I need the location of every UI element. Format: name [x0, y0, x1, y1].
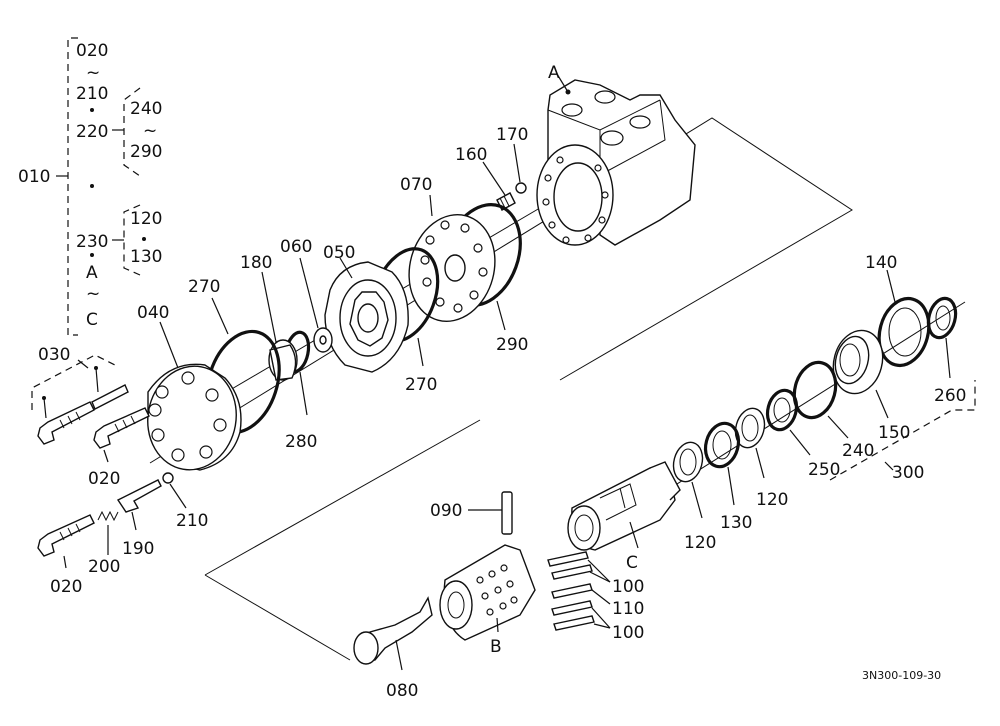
kit-030: 030	[31, 345, 116, 419]
label-290: 290	[496, 335, 528, 355]
part-100-110-springs: 100 110 100	[547, 551, 644, 643]
label-100-lower: 100	[612, 623, 644, 643]
label-B-spool: B	[490, 637, 502, 657]
label-120-range: 120	[130, 209, 162, 229]
label-030: 030	[38, 345, 70, 365]
label-110: 110	[612, 599, 644, 619]
part-020-bolt-upper	[37, 384, 129, 445]
part-180-spacer: 180	[240, 253, 298, 381]
label-C-sleeve: C	[626, 553, 638, 573]
label-180: 180	[240, 253, 272, 273]
label-120-right: 120	[756, 490, 788, 510]
label-240-range: 240	[130, 99, 162, 119]
part-050-gerotor: 050	[323, 243, 409, 373]
label-020-lower: 020	[50, 577, 82, 597]
label-200: 200	[88, 557, 120, 577]
label-100-upper: 100	[612, 577, 644, 597]
part-020-bolt-lower: 020	[37, 514, 95, 597]
valve-housing-A: A	[536, 63, 696, 246]
part-spool-B: B	[439, 544, 536, 657]
part-sleeve-C: C	[567, 461, 681, 573]
part-130-bearing: 130	[703, 421, 752, 533]
label-240: 240	[842, 441, 874, 461]
tilde-3: ~	[86, 284, 100, 304]
label-C-range: C	[86, 310, 98, 330]
label-140: 140	[865, 253, 897, 273]
label-270-right: 270	[405, 375, 437, 395]
label-080: 080	[386, 681, 418, 701]
label-070: 070	[400, 175, 432, 195]
label-130: 130	[720, 513, 752, 533]
label-A-range: A	[86, 263, 98, 283]
part-300-group: 300	[829, 380, 976, 483]
label-230: 230	[76, 232, 108, 252]
label-020-range: 020	[76, 41, 108, 61]
label-010: 010	[18, 167, 50, 187]
label-250: 250	[808, 460, 840, 480]
tilde-2: ~	[143, 121, 157, 141]
part-150-bushing: 150	[832, 329, 910, 443]
bracket-220	[123, 87, 141, 177]
part-140-ring: 140	[865, 253, 931, 368]
part-200-spring: 200	[88, 510, 120, 577]
label-040: 040	[137, 303, 169, 323]
label-050: 050	[323, 243, 355, 263]
label-060: 060	[280, 237, 312, 257]
label-210-range: 210	[76, 84, 108, 104]
label-020-middle: 020	[88, 469, 120, 489]
label-120-left: 120	[684, 533, 716, 553]
label-150: 150	[878, 423, 910, 443]
label-260: 260	[934, 386, 966, 406]
tilde-1: ~	[86, 63, 100, 83]
part-250-ring: 250	[765, 388, 840, 480]
label-280: 280	[285, 432, 317, 452]
label-300: 300	[892, 463, 924, 483]
label-160: 160	[455, 145, 487, 165]
part-090-pin: 090	[430, 491, 513, 535]
assembly-hierarchy: 010 020 ~ 210 220 240 ~ 290 120 230 130 …	[18, 37, 162, 336]
part-170-ball: 170	[496, 125, 528, 194]
label-210: 210	[176, 511, 208, 531]
drawing-code: 3N300-109-30	[862, 669, 941, 682]
part-160-plug: 160	[455, 145, 516, 211]
label-220: 220	[76, 122, 108, 142]
part-260-seal: 260	[926, 296, 966, 406]
label-130-range: 130	[130, 247, 162, 267]
part-190-plug: 190	[116, 479, 162, 559]
part-070-plate: 070	[400, 175, 496, 322]
label-190: 190	[122, 539, 154, 559]
label-A-housing: A	[548, 63, 560, 83]
label-170: 170	[496, 125, 528, 145]
part-120-washer-left: 120	[672, 441, 716, 553]
part-020-bolt-middle: 020	[88, 407, 150, 489]
bracket-010	[67, 37, 78, 336]
part-060-washer: 060	[280, 237, 333, 353]
label-090: 090	[430, 501, 462, 521]
label-290-range: 290	[130, 142, 162, 162]
label-270-left: 270	[188, 277, 220, 297]
part-080-drive-shaft: 080	[353, 596, 433, 701]
part-240-oring: 240	[792, 360, 874, 461]
part-040-end-cap: 040	[137, 303, 242, 471]
part-210-ball: 210	[162, 472, 208, 531]
part-120-washer-right: 120	[734, 407, 788, 510]
